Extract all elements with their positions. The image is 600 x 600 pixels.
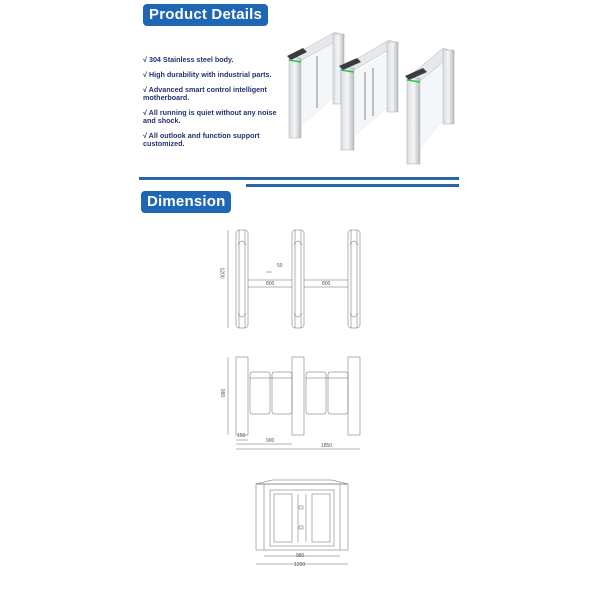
feature-item: √ Advanced smart control intelligent mot… (143, 85, 267, 102)
front-view-inner-label: 980 (296, 553, 305, 559)
divider-line-top (139, 177, 459, 180)
dimension-heading: Dimension (141, 191, 232, 213)
feature-item: √ High durability with industrial parts. (143, 70, 272, 79)
side-view-drawing (227, 356, 361, 450)
product-image (287, 31, 456, 165)
top-view-drawing (227, 229, 361, 329)
product-details-heading: Product Details (143, 4, 269, 26)
side-view-height-label: 980 (219, 388, 226, 398)
side-view-lane-label: 900 (266, 438, 275, 444)
feature-item: √ 304 Stainless steel body. (143, 55, 234, 64)
side-view-post-label: 150 (237, 433, 246, 439)
top-view-lane-right-label: 800 (322, 281, 331, 287)
side-view-total-label: 1850 (321, 443, 333, 449)
feature-item: √ All running is quiet without any noise… (143, 108, 277, 125)
top-view-lane-left-label: 800 (266, 281, 275, 287)
feature-item: √ All outlook and function support custo… (143, 131, 260, 148)
front-view-drawing (255, 479, 349, 565)
front-view-outer-label: 1200 (294, 562, 306, 568)
feature-list: √ 304 Stainless steel body. √ High durab… (143, 56, 283, 155)
divider-line-bottom (246, 184, 459, 187)
top-view-gap-label: 50 (277, 263, 283, 269)
top-view-height-label: 1200 (218, 267, 225, 279)
